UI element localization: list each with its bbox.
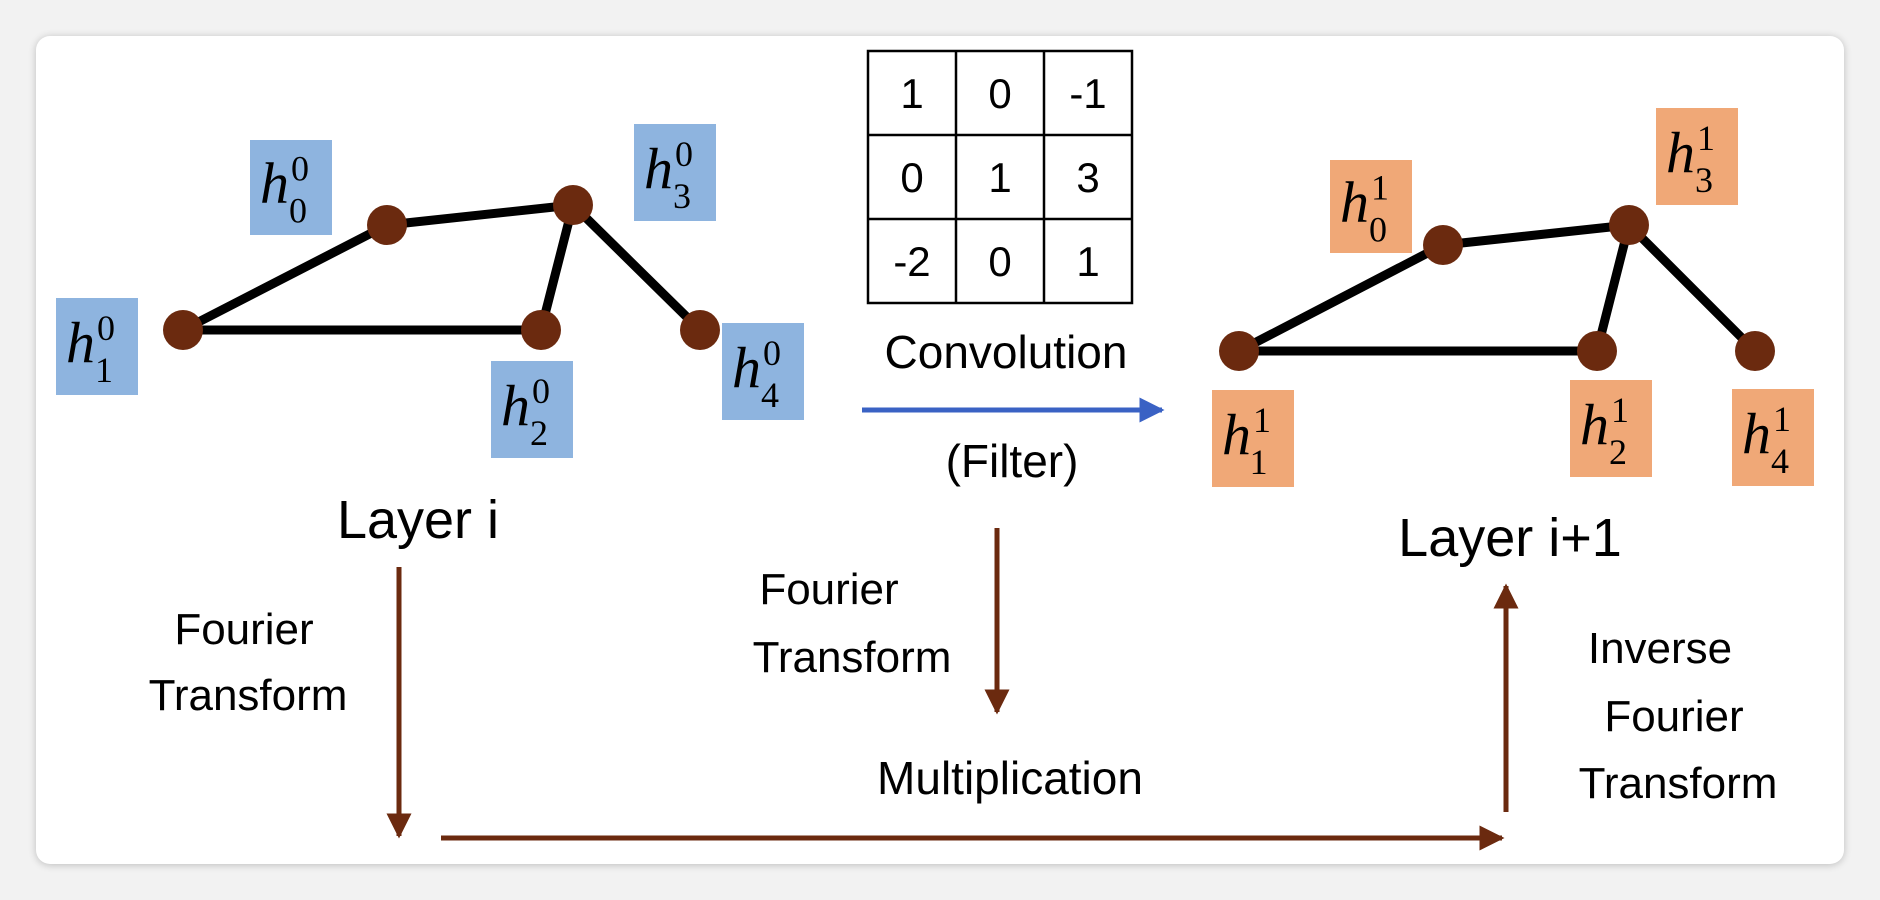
input-edge-1-0 xyxy=(178,220,392,335)
filter-cell-0-2: -1 xyxy=(1069,70,1106,117)
output-node-label-box-2 xyxy=(1570,380,1652,477)
filter-cell-1-1: 1 xyxy=(988,154,1011,201)
output-edge-1-0 xyxy=(1234,240,1448,356)
output-node-3 xyxy=(1609,205,1649,245)
output-node-4 xyxy=(1735,331,1775,371)
filter-cell-2-0: -2 xyxy=(893,238,930,285)
input-node-4 xyxy=(680,310,720,350)
filter-cell-0-0: 1 xyxy=(900,70,923,117)
multiplication-label: Multiplication xyxy=(877,752,1143,804)
inverse-fourier-line1: Inverse xyxy=(1588,624,1732,673)
input-edge-0-3 xyxy=(382,200,578,230)
input-node-1 xyxy=(163,310,203,350)
input-node-3 xyxy=(553,185,593,225)
filter-label: (Filter) xyxy=(946,435,1079,487)
input-node-label-box-1 xyxy=(56,298,138,395)
filter-cell-2-2: 1 xyxy=(1076,238,1099,285)
input-edge-3-2 xyxy=(536,200,578,335)
output-edge-3-4 xyxy=(1624,220,1760,356)
inverse-fourier-line2: Fourier xyxy=(1604,692,1743,741)
output-node-1 xyxy=(1219,331,1259,371)
output-edge-3-2 xyxy=(1592,220,1634,356)
fourier-mid-line1: Fourier xyxy=(759,565,898,614)
output-node-2 xyxy=(1577,331,1617,371)
input-node-label-box-0 xyxy=(250,140,332,235)
fourier-mid-line2: Transform xyxy=(753,633,952,682)
input-node-label-box-4 xyxy=(722,323,804,420)
fourier-left-line1: Fourier xyxy=(174,605,313,654)
filter-matrix: 1 0 -1 0 1 3 -2 0 1 xyxy=(866,49,1134,305)
input-node-2 xyxy=(521,310,561,350)
filter-cell-1-2: 3 xyxy=(1076,154,1099,201)
fourier-left-line2: Transform xyxy=(149,671,348,720)
layer-in-label: Layer i xyxy=(337,490,499,550)
filter-cell-1-0: 0 xyxy=(900,154,923,201)
input-edge-3-4 xyxy=(568,200,705,335)
output-edge-0-3 xyxy=(1438,220,1634,250)
filter-cell-0-1: 0 xyxy=(988,70,1011,117)
output-node-label-box-0 xyxy=(1330,160,1412,253)
output-node-label-box-1 xyxy=(1212,390,1294,487)
inverse-fourier-line3: Transform xyxy=(1579,759,1778,808)
input-node-label-box-2 xyxy=(491,361,573,458)
input-node-0 xyxy=(367,205,407,245)
filter-cell-2-1: 0 xyxy=(988,238,1011,285)
output-node-0 xyxy=(1423,225,1463,265)
output-node-label-box-3 xyxy=(1656,108,1738,205)
layer-out-label: Layer i+1 xyxy=(1398,508,1622,568)
output-node-label-box-4 xyxy=(1732,389,1814,486)
input-node-label-box-3 xyxy=(634,124,716,221)
convolution-label: Convolution xyxy=(885,326,1128,378)
